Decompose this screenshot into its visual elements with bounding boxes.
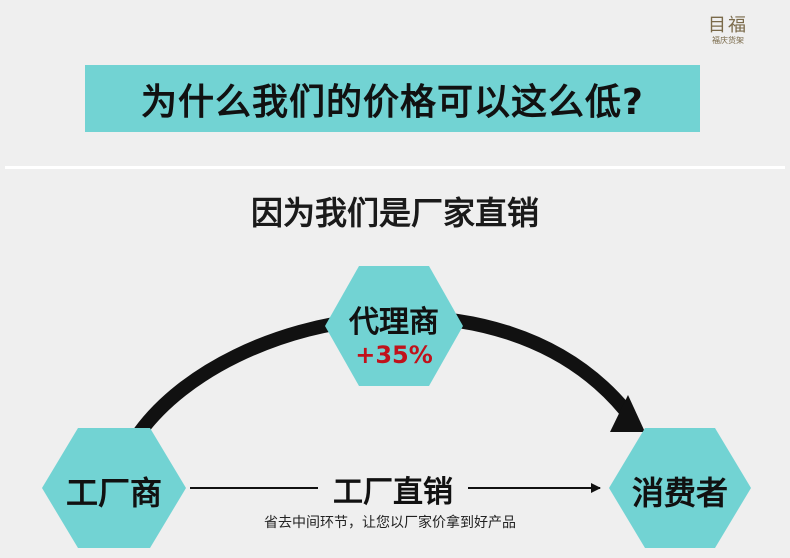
title-banner: 为什么我们的价格可以这么低? (85, 65, 700, 132)
savings-note: 省去中间环节，让您以厂家价拿到好产品 (264, 515, 516, 531)
indirect-route-arrowhead (610, 395, 645, 432)
divider (5, 166, 785, 169)
consumer-hexagon (609, 428, 751, 548)
factory-hexagon (42, 428, 186, 548)
agent-markup: +35% (355, 341, 433, 369)
logo-mark: 目福 (708, 15, 748, 36)
agent-hexagon (325, 266, 463, 386)
logo: 目福 福庆货架 (700, 16, 756, 50)
subtitle: 因为我们是厂家直销 (250, 194, 539, 232)
agent-label: 代理商 (349, 305, 439, 340)
direct-sales-label: 工厂直销 (318, 467, 468, 511)
logo-subtext: 福庆货架 (712, 36, 744, 45)
page-title: 为什么我们的价格可以这么低? (141, 81, 644, 123)
factory-label: 工厂商 (65, 474, 162, 512)
consumer-label: 消费者 (631, 474, 728, 512)
